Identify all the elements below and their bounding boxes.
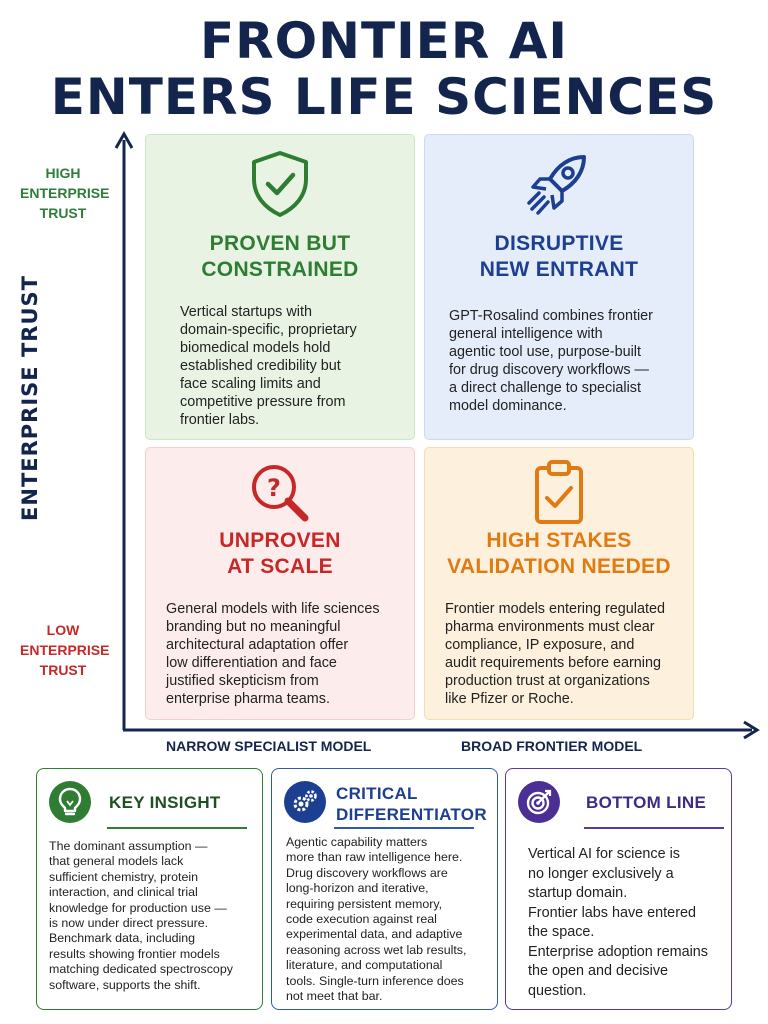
card-divider <box>584 827 724 829</box>
target-icon <box>526 789 552 815</box>
card-heading: BOTTOM LINE <box>586 793 707 812</box>
question-magnifier-icon: ? <box>252 465 309 522</box>
card-heading: KEY INSIGHT <box>109 793 221 812</box>
page-title-line-1: FRONTIER AI <box>199 12 569 70</box>
card-divider <box>107 827 247 829</box>
clipboard-check-icon <box>535 460 583 524</box>
y-axis-arrowhead <box>114 130 134 149</box>
gears-icon <box>293 790 317 812</box>
card-icon-badge <box>518 781 560 823</box>
x-axis-arrowhead <box>743 720 760 740</box>
card-icon-badge <box>49 781 91 823</box>
rocket-icon <box>527 155 586 215</box>
lightbulb-icon <box>58 787 82 816</box>
card-divider <box>334 827 474 829</box>
page-title-line-2: ENTERS LIFE SCIENCES <box>50 68 718 126</box>
card-icon-badge <box>284 781 326 823</box>
shield-check-icon <box>252 151 308 217</box>
card-body: The dominant assumption —that general mo… <box>49 839 233 992</box>
x-axis-right-label: BROAD FRONTIER MODEL <box>461 738 643 754</box>
svg-text:?: ? <box>267 474 281 502</box>
card-key-insight: KEY INSIGHT The dominant assumption —tha… <box>36 768 263 1010</box>
x-axis-left-label: NARROW SPECIALIST MODEL <box>166 738 372 754</box>
